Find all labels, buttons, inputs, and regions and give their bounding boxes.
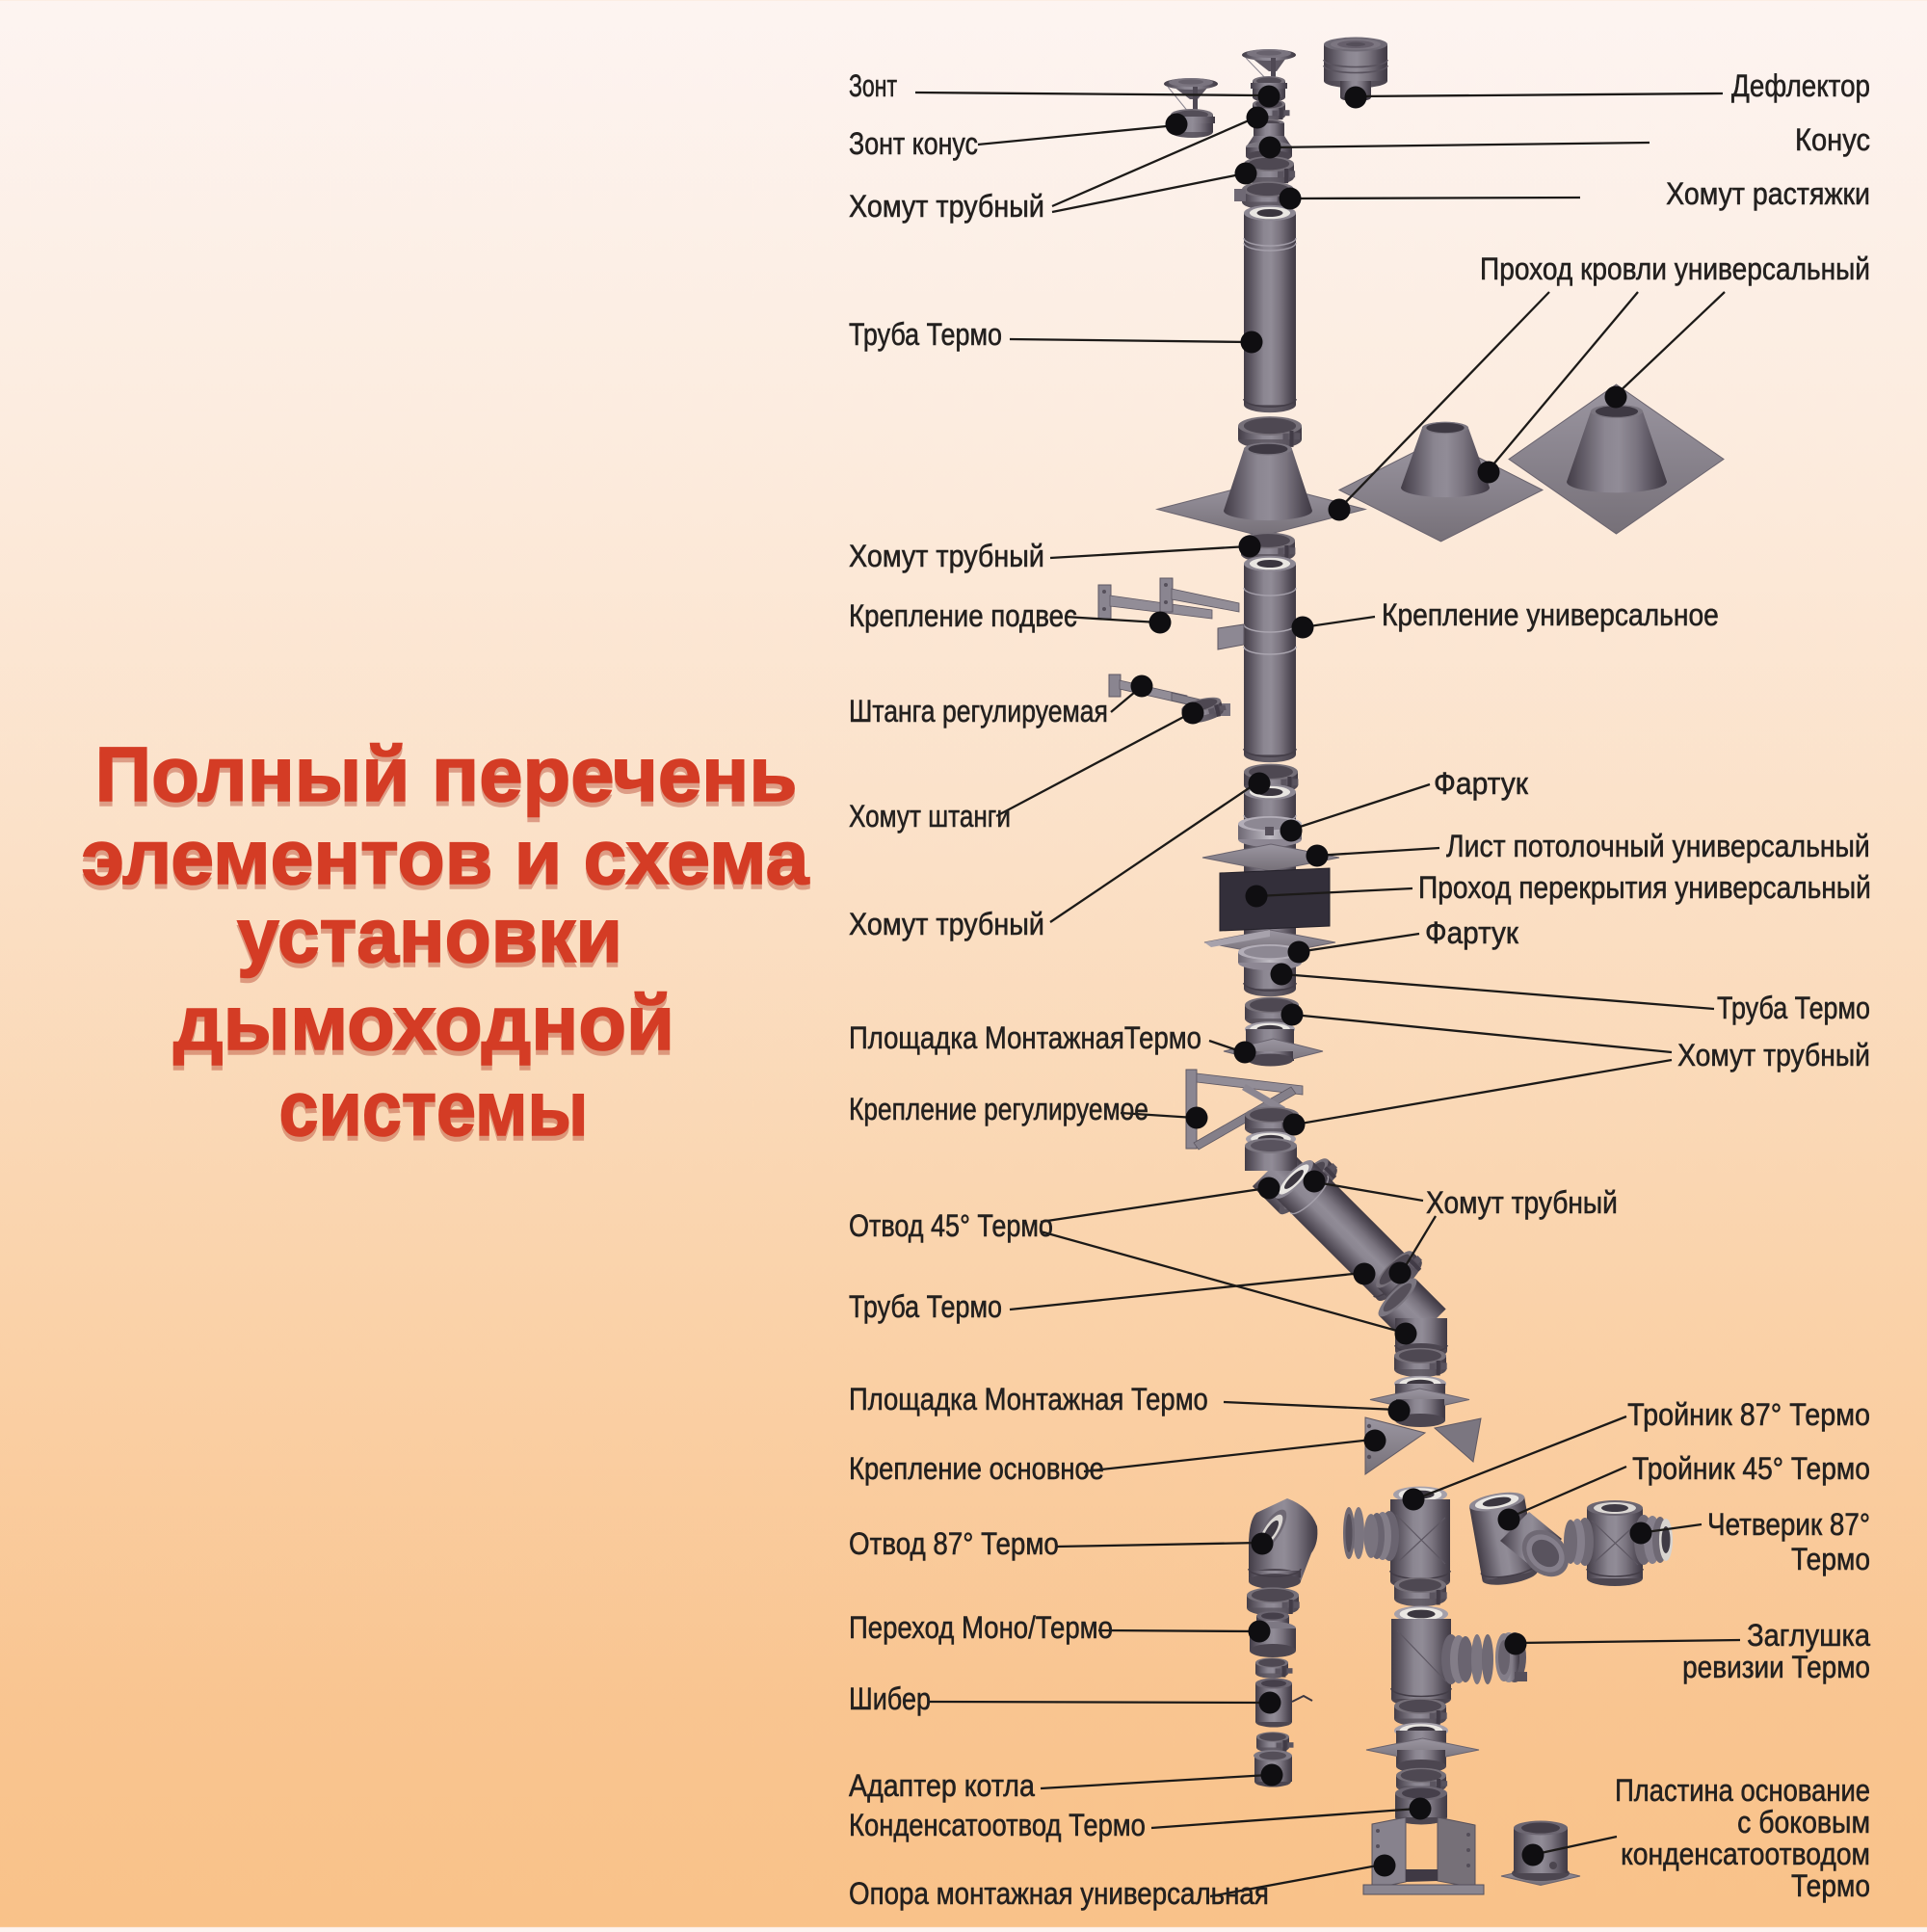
svg-text:Крепление универсальное: Крепление универсальное: [1382, 598, 1719, 632]
svg-text:системы: системы: [279, 1071, 589, 1156]
svg-text:Проход перекрытия универсальны: Проход перекрытия универсальный: [1418, 871, 1871, 905]
svg-text:с боковым: с боковым: [1737, 1807, 1870, 1840]
svg-text:Полный перечень: Полный перечень: [95, 732, 798, 818]
svg-text:Шибер: Шибер: [849, 1682, 931, 1717]
svg-text:Хомут трубный: Хомут трубный: [849, 908, 1044, 942]
svg-text:ревизии Термо: ревизии Термо: [1682, 1651, 1870, 1684]
svg-text:Хомут растяжки: Хомут растяжки: [1666, 178, 1870, 212]
svg-text:Конденсатоотвод Термо: Конденсатоотвод Термо: [849, 1809, 1146, 1842]
svg-text:Хомут трубный: Хомут трубный: [849, 540, 1044, 574]
svg-text:Площадка Монтажная Термо: Площадка Монтажная Термо: [849, 1383, 1208, 1416]
svg-text:Пластина основание: Пластина основание: [1615, 1774, 1870, 1808]
svg-text:Труба Термо: Труба Термо: [849, 318, 1002, 353]
svg-text:Штанга регулируемая: Штанга регулируемая: [849, 695, 1108, 729]
svg-text:системы: системы: [279, 1066, 589, 1151]
svg-text:Отвод 87° Термо: Отвод 87° Термо: [849, 1527, 1059, 1561]
svg-text:Термо: Термо: [1791, 1869, 1870, 1903]
svg-text:Переход Моно/Термо: Переход Моно/Термо: [849, 1611, 1113, 1645]
svg-text:элементов и схема: элементов и схема: [82, 819, 810, 906]
svg-text:дымоходной: дымоходной: [173, 986, 674, 1072]
svg-text:Конус: Конус: [1795, 123, 1870, 158]
svg-text:Отвод 45° Термо: Отвод 45° Термо: [849, 1209, 1053, 1244]
svg-text:Крепление основное: Крепление основное: [849, 1452, 1104, 1486]
svg-text:Труба Термо: Труба Термо: [849, 1290, 1002, 1325]
svg-text:Зонт конус: Зонт конус: [849, 127, 978, 162]
svg-text:Хомут трубный: Хомут трубный: [1677, 1039, 1870, 1072]
svg-text:Лист потолочный универсальный: Лист потолочный универсальный: [1446, 830, 1870, 863]
svg-text:Зонт: Зонт: [849, 68, 897, 103]
svg-text:Хомут трубный: Хомут трубный: [849, 190, 1044, 225]
svg-text:Тройник 87° Термо: Тройник 87° Термо: [1627, 1398, 1870, 1433]
svg-text:Дефлектор: Дефлектор: [1731, 69, 1870, 103]
svg-text:установки: установки: [237, 896, 622, 983]
svg-text:Фартук: Фартук: [1434, 766, 1528, 801]
svg-text:Опора монтажная универсальная: Опора монтажная универсальная: [849, 1877, 1269, 1911]
svg-text:установки: установки: [237, 891, 622, 978]
svg-text:Проход кровли универсальный: Проход кровли универсальный: [1480, 252, 1870, 286]
svg-text:Хомут трубный: Хомут трубный: [1426, 1186, 1618, 1220]
svg-text:Площадка МонтажнаяТермо: Площадка МонтажнаяТермо: [849, 1021, 1201, 1055]
svg-text:Фартук: Фартук: [1425, 915, 1518, 950]
svg-text:конденсатоотводом: конденсатоотводом: [1621, 1838, 1870, 1871]
svg-text:Адаптер котла: Адаптер котла: [849, 1770, 1035, 1804]
svg-text:Четверик 87°: Четверик 87°: [1707, 1508, 1870, 1542]
svg-text:Труба Термо: Труба Термо: [1717, 992, 1870, 1026]
svg-text:Полный перечень: Полный перечень: [95, 737, 798, 823]
svg-text:элементов и схема: элементов и схема: [82, 814, 810, 901]
svg-text:дымоходной: дымоходной: [173, 981, 674, 1067]
svg-text:Крепление подвес: Крепление подвес: [849, 599, 1077, 633]
svg-text:Заглушка: Заглушка: [1747, 1619, 1870, 1654]
svg-text:Хомут штанги: Хомут штанги: [849, 801, 1011, 834]
svg-text:Тройник 45° Термо: Тройник 45° Термо: [1632, 1452, 1870, 1486]
svg-text:Крепление регулируемое: Крепление регулируемое: [849, 1093, 1148, 1127]
svg-text:Термо: Термо: [1791, 1543, 1870, 1576]
